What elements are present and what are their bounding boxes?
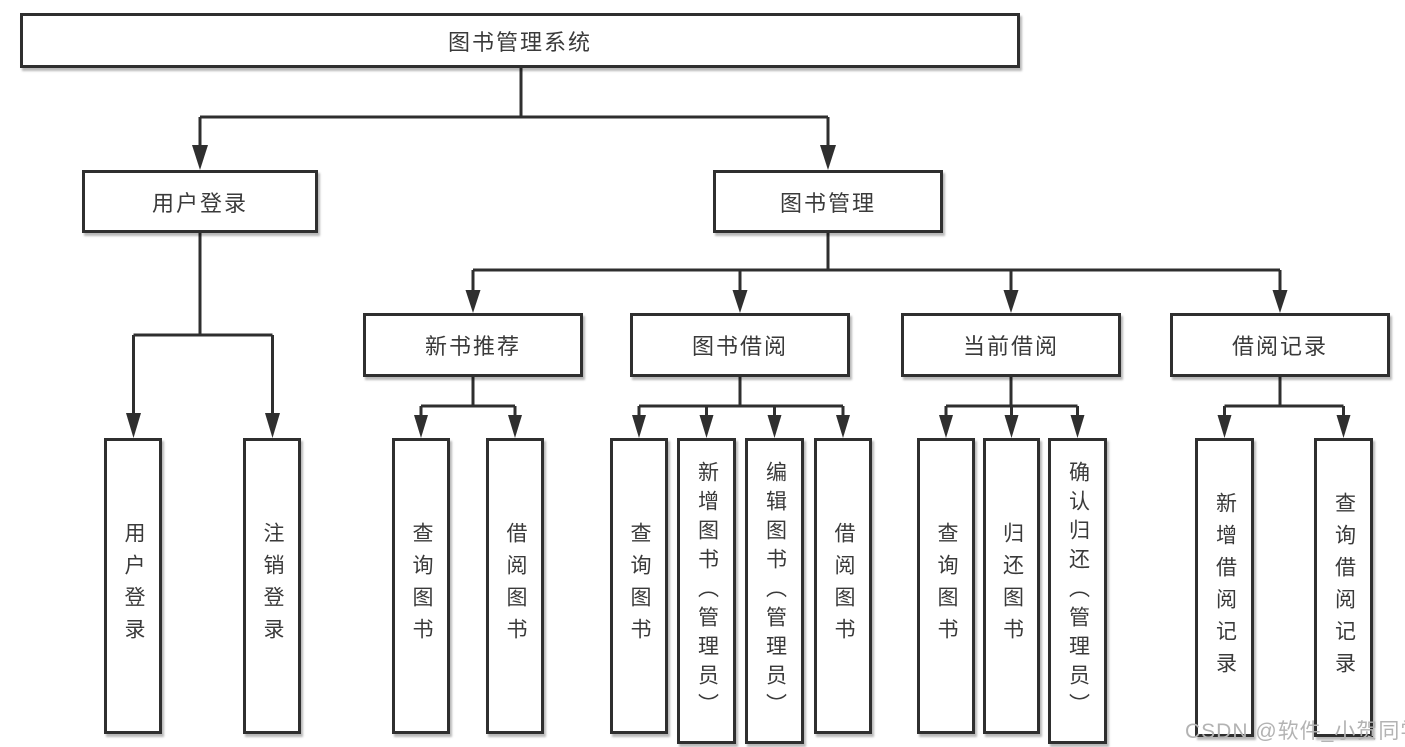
arrowhead-icon	[192, 145, 208, 170]
arrowhead-icon	[836, 415, 850, 438]
arrowhead-icon	[414, 415, 428, 438]
node-user-login: 用户登录	[82, 170, 318, 233]
leaf-label: 借阅图书	[832, 522, 855, 650]
connector-new-book-children	[414, 377, 522, 438]
leaf-borrow-books: 借阅图书	[486, 438, 544, 734]
node-book-borrowing: 图书借阅	[630, 313, 850, 377]
leaf-confirm-return-admin: 确认归还（管理员）	[1048, 438, 1107, 744]
connector-book-borrowing-children	[632, 377, 850, 438]
arrowhead-icon	[732, 290, 748, 313]
arrowhead-icon	[939, 415, 953, 438]
leaf-label: 编辑图书（管理员）	[763, 460, 787, 722]
arrowhead-icon	[465, 290, 481, 313]
leaf-logout: 注销登录	[243, 438, 301, 734]
arrowhead-icon	[632, 415, 646, 438]
connector-book-management-children	[465, 233, 1288, 313]
arrowhead-icon	[1336, 415, 1351, 438]
leaf-label: 确认归还（管理员）	[1066, 460, 1090, 722]
leaf-label: 新增借阅记录	[1213, 491, 1237, 684]
arrowhead-icon	[699, 415, 714, 438]
leaf-label: 查询借阅记录	[1332, 491, 1356, 684]
leaf-label: 查询图书	[410, 522, 433, 650]
leaf-label: 注销登录	[261, 522, 284, 650]
leaf-label: 用户登录	[122, 522, 145, 650]
arrowhead-icon	[767, 415, 782, 438]
connector-root-to-level2	[192, 68, 836, 170]
leaf-label: 归还图书	[1000, 522, 1024, 650]
arrowhead-icon	[820, 145, 836, 170]
arrowhead-icon	[1217, 415, 1232, 438]
arrowhead-icon	[1070, 415, 1085, 438]
connector-user-login-children	[126, 233, 280, 438]
leaf-borrow-books: 借阅图书	[814, 438, 872, 734]
node-borrowing-records: 借阅记录	[1170, 313, 1390, 377]
csdn-watermark: CSDN @软件_小贺同学	[1185, 720, 1405, 743]
leaf-query-books: 查询图书	[917, 438, 975, 734]
node-new-book-recommend: 新书推荐	[363, 313, 583, 377]
node-library-management-system: 图书管理系统	[20, 13, 1020, 68]
leaf-add-borrow-record: 新增借阅记录	[1195, 438, 1254, 737]
leaf-query-books: 查询图书	[610, 438, 668, 734]
arrowhead-icon	[1272, 290, 1288, 313]
arrowhead-icon	[265, 413, 280, 438]
connector-current-borrowing-children	[939, 377, 1085, 438]
leaf-label: 借阅图书	[504, 522, 527, 650]
arrowhead-icon	[1004, 415, 1019, 438]
leaf-label: 查询图书	[628, 522, 651, 650]
leaf-add-books-admin: 新增图书（管理员）	[677, 438, 736, 744]
connector-borrowing-records-children	[1217, 377, 1351, 438]
arrowhead-icon	[126, 413, 141, 438]
node-current-borrowing: 当前借阅	[901, 313, 1121, 377]
leaf-query-borrow-record: 查询借阅记录	[1314, 438, 1373, 737]
leaf-query-books: 查询图书	[392, 438, 450, 734]
arrowhead-icon	[508, 415, 522, 438]
leaf-label: 新增图书（管理员）	[695, 460, 719, 722]
leaf-label: 查询图书	[935, 522, 958, 650]
leaf-return-books: 归还图书	[983, 438, 1040, 734]
leaf-user-login: 用户登录	[104, 438, 162, 734]
node-book-management: 图书管理	[713, 170, 943, 233]
arrowhead-icon	[1003, 290, 1019, 313]
leaf-edit-books-admin: 编辑图书（管理员）	[745, 438, 804, 744]
